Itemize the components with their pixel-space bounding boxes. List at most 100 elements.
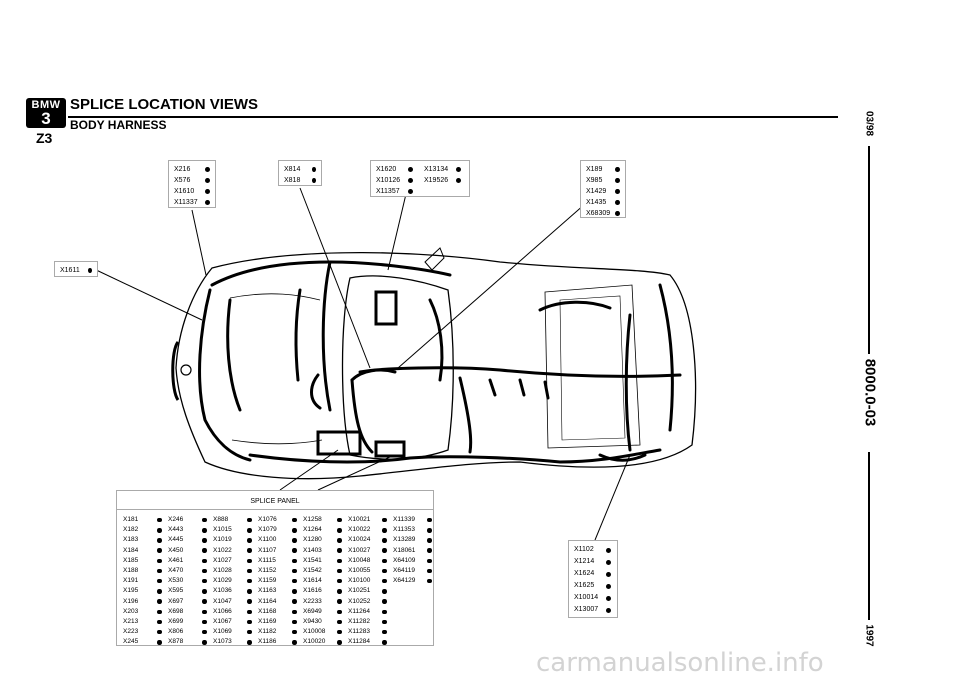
splice-id: X10008 <box>303 628 326 636</box>
splice-entry: X461 <box>168 556 212 566</box>
connector-block <box>374 290 398 326</box>
splice-dot-icon <box>157 538 162 543</box>
splice-id: X1541 <box>303 556 322 564</box>
splice-dot-icon <box>337 517 342 523</box>
splice-entry: X1169 <box>258 617 302 627</box>
splice-id: X1258 <box>303 516 322 523</box>
splice-dot-icon <box>337 548 342 553</box>
splice-entry: X1159 <box>258 576 302 586</box>
splice-label: X11357 <box>376 186 420 197</box>
splice-entry: X10055 <box>348 566 392 576</box>
splice-dot-icon <box>202 568 207 574</box>
splice-label: X1624 <box>574 568 612 580</box>
splice-dot-icon <box>247 528 252 533</box>
splice-dot-icon <box>202 589 207 594</box>
splice-id: X1107 <box>258 546 277 554</box>
splice-id: X1076 <box>258 516 277 523</box>
splice-dot-icon <box>337 629 342 635</box>
splice-dot-icon <box>247 558 252 564</box>
splice-id: X203 <box>123 607 139 615</box>
splice-id: X461 <box>168 556 184 564</box>
splice-entry: X888 <box>213 515 257 525</box>
splice-entry: X1047 <box>213 597 257 607</box>
splice-entry: X595 <box>168 586 212 596</box>
splice-entry: X11283 <box>348 627 392 637</box>
splice-entry: X1152 <box>258 566 302 576</box>
splice-dot-icon <box>202 629 207 635</box>
splice-entry: X64119 <box>393 566 437 576</box>
splice-entry: X10008 <box>303 627 347 637</box>
splice-dot-icon <box>157 528 162 533</box>
bmw-logo: BMW 3 <box>26 98 66 128</box>
splice-dot-icon <box>337 578 342 584</box>
splice-id: X1616 <box>303 587 322 595</box>
splice-entry: X181 <box>123 515 167 525</box>
splice-dot-icon <box>247 517 252 523</box>
splice-entry: X1036 <box>213 586 257 596</box>
wiring-harness <box>198 260 682 464</box>
splice-entry: X806 <box>168 627 212 637</box>
splice-id: X13289 <box>393 536 416 544</box>
splice-id: X1614 <box>303 577 322 585</box>
splice-entry: X10048 <box>348 556 392 566</box>
splice-entry: X1067 <box>213 617 257 627</box>
splice-dot-icon <box>292 578 297 584</box>
splice-label: X19526 <box>424 175 466 186</box>
splice-entry: X195 <box>123 586 167 596</box>
splice-dot-icon <box>247 609 252 615</box>
splice-label: X10126 <box>376 175 420 186</box>
splice-id: X1022 <box>213 546 232 554</box>
splice-id: X183 <box>123 536 139 544</box>
splice-dot-icon <box>202 599 207 604</box>
splice-dot-icon <box>157 599 162 604</box>
splice-dot-icon <box>337 558 342 564</box>
splice-dot-icon <box>382 619 387 625</box>
model-name: Z3 <box>36 130 53 146</box>
splice-label: X1625 <box>574 580 612 592</box>
splice-dot-icon <box>337 568 342 574</box>
splice-id: X1280 <box>303 536 322 544</box>
splice-dot-icon <box>157 589 162 594</box>
splice-dot-icon <box>202 558 207 564</box>
splice-dot-icon <box>292 548 297 553</box>
splice-entry: X443 <box>168 525 212 535</box>
splice-id: X1403 <box>303 546 322 554</box>
splice-id: X806 <box>168 628 184 636</box>
splice-id: X18061 <box>393 546 416 554</box>
splice-dot-icon <box>292 619 297 625</box>
splice-dot-icon <box>247 538 252 543</box>
splice-entry: X1066 <box>213 607 257 617</box>
splice-id: X1079 <box>258 526 277 534</box>
bmw-roundel-icon <box>180 364 192 376</box>
splice-entry: X1019 <box>213 535 257 545</box>
splice-dot-icon <box>247 629 252 635</box>
splice-dot-icon <box>427 578 432 584</box>
splice-entry: X6949 <box>303 607 347 617</box>
splice-dot-icon <box>337 528 342 533</box>
splice-entry: X10252 <box>348 597 392 607</box>
splice-id: X246 <box>168 516 184 523</box>
splice-dot-icon <box>382 568 387 574</box>
splice-entry: X1115 <box>258 556 302 566</box>
splice-label: X576 <box>174 175 210 186</box>
splice-id: X1264 <box>303 526 322 534</box>
splice-entry: X1076 <box>258 515 302 525</box>
splice-dot-icon <box>202 548 207 553</box>
splice-id: X697 <box>168 597 184 605</box>
splice-dot-icon <box>427 528 432 533</box>
splice-entry: X183 <box>123 535 167 545</box>
splice-dot-icon <box>382 599 387 604</box>
splice-entry: X1541 <box>303 556 347 566</box>
splice-id: X10100 <box>348 577 371 585</box>
splice-entry: X450 <box>168 546 212 556</box>
splice-panel-divider <box>117 509 433 510</box>
splice-entry: X18061 <box>393 546 437 556</box>
splice-dot-icon <box>157 640 162 645</box>
splice-id: X1066 <box>213 607 232 615</box>
splice-dot-icon <box>292 589 297 594</box>
splice-id: X10021 <box>348 516 371 523</box>
